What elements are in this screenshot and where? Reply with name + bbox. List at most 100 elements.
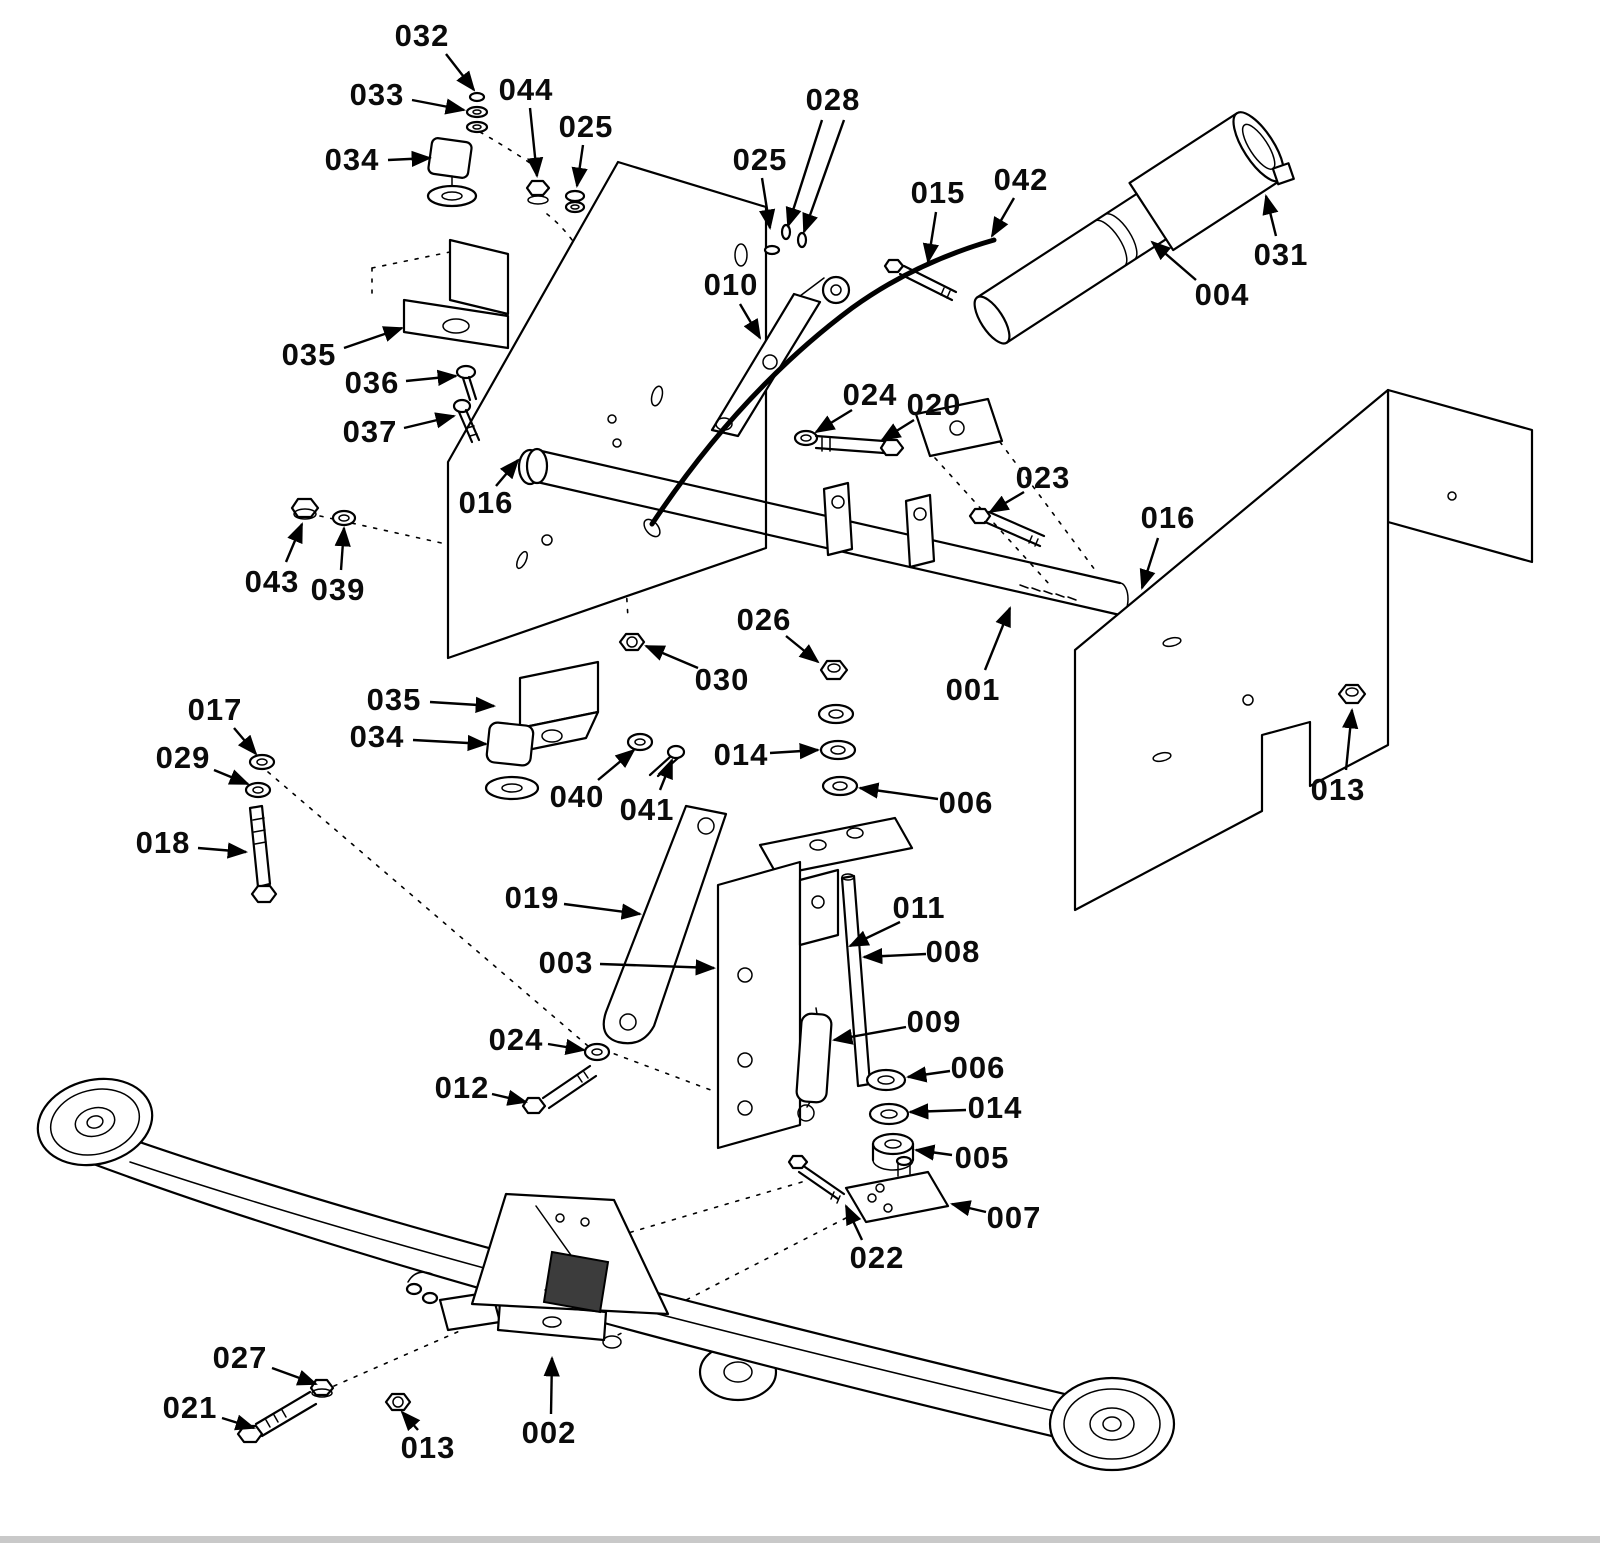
callout-arrow-016 — [1139, 537, 1160, 590]
nut-044 — [525, 179, 551, 205]
bolt-012-washer-024 — [521, 1042, 611, 1115]
bolt-023 — [968, 507, 1046, 548]
callout-arrow-015 — [922, 211, 939, 265]
washer-039 — [331, 509, 357, 527]
plate-007 — [844, 1155, 950, 1224]
nut-013-right-panel — [1337, 683, 1367, 705]
callout-arrow-034 — [387, 150, 433, 168]
callout-arrow-021 — [221, 1414, 256, 1431]
nut-030 — [618, 632, 646, 652]
callout-arrow-040 — [597, 748, 636, 781]
callout-arrow-007 — [950, 1200, 987, 1217]
callout-arrow-006 — [857, 782, 939, 801]
callout-arrow-002 — [543, 1355, 560, 1415]
left-roller — [36, 1077, 154, 1167]
callout-arrow-025 — [759, 177, 776, 231]
callout-arrow-031 — [1262, 194, 1279, 237]
rod-008-011 — [840, 873, 872, 1088]
washer-040-screw-041 — [626, 732, 686, 778]
callout-arrow-028 — [785, 119, 824, 228]
nut-043 — [290, 497, 320, 519]
washer-029 — [244, 781, 272, 799]
caster-bracket-003 — [716, 816, 914, 1150]
callout-arrow-018 — [197, 842, 249, 859]
callout-arrow-026 — [785, 635, 820, 664]
washer-040 — [626, 732, 654, 752]
screw-041-head — [666, 744, 686, 760]
washer-014-upper — [819, 739, 857, 761]
callout-arrow-003 — [599, 959, 717, 976]
callout-arrow-033 — [411, 98, 467, 115]
callout-arrow-013 — [1342, 707, 1359, 771]
washer-024-lower — [583, 1042, 611, 1062]
right-roller — [1048, 1376, 1176, 1472]
deck-bracket-002 — [470, 1192, 670, 1316]
callout-arrow-042 — [990, 197, 1016, 238]
callout-arrow-024 — [814, 408, 853, 434]
bolt-018-head — [250, 884, 278, 904]
washer-024-upper — [793, 429, 819, 447]
spring-009 — [795, 1007, 833, 1122]
roller-tube-004 — [973, 111, 1295, 345]
callout-arrow-022 — [844, 1204, 864, 1241]
spacer-006-upper — [821, 775, 859, 797]
callout-arrow-014 — [769, 743, 821, 760]
latch-handle-010 — [710, 275, 851, 438]
cable-042 — [643, 237, 997, 538]
callout-arrow-041 — [657, 758, 674, 791]
callout-arrow-032 — [445, 53, 476, 92]
spacer-006-lower — [865, 1068, 907, 1092]
washer-014-lower — [868, 1102, 910, 1126]
callout-arrow-027 — [271, 1366, 318, 1386]
screw-037 — [452, 398, 481, 444]
washer-033 — [465, 105, 489, 119]
bolt-021-head — [236, 1424, 264, 1444]
callout-arrow-028 — [802, 119, 846, 234]
callout-arrow-001 — [983, 606, 1012, 671]
bolt-018-shaft — [248, 804, 272, 889]
callout-arrow-023 — [988, 490, 1025, 514]
callout-arrow-035 — [343, 326, 404, 350]
callout-arrow-010 — [738, 303, 762, 340]
washers-025-upper — [564, 189, 586, 214]
washer-032 — [468, 91, 486, 103]
callout-arrow-011 — [848, 920, 901, 948]
callout-arrow-019 — [563, 902, 643, 920]
left-mount-panel — [446, 160, 768, 660]
callout-arrow-014 — [907, 1103, 967, 1120]
callout-arrow-008 — [861, 947, 927, 965]
bolt-020-block — [793, 397, 1004, 458]
anchor-block — [914, 397, 1004, 458]
callout-arrow-013 — [400, 1410, 421, 1432]
bumper-034-lower — [484, 721, 540, 801]
nut-026 — [819, 659, 849, 681]
callout-arrow-029 — [213, 768, 250, 786]
callout-arrow-016 — [495, 458, 520, 487]
callout-arrow-025 — [571, 144, 588, 189]
arm-019 — [602, 804, 728, 1045]
callout-arrow-036 — [405, 369, 459, 386]
callout-arrow-030 — [644, 644, 699, 670]
callout-arrow-005 — [913, 1144, 953, 1161]
scan-artifact-line — [0, 1536, 1600, 1543]
hardware-top-left — [426, 91, 586, 214]
washer-017 — [248, 753, 276, 771]
callout-arrows-layer — [197, 53, 1359, 1432]
bolt-022 — [787, 1154, 846, 1204]
right-mount-panel-016 — [1019, 388, 1534, 912]
pins-028-washers-025 — [763, 223, 808, 256]
nut-013-lower — [384, 1392, 412, 1412]
bolt-018-washers — [244, 753, 278, 904]
callout-arrow-039 — [334, 525, 351, 571]
callout-arrow-006 — [905, 1066, 951, 1083]
callout-arrow-012 — [491, 1089, 528, 1106]
bracket-035-upper — [402, 238, 510, 350]
cross-tube-001 — [525, 447, 1129, 617]
callout-arrow-004 — [1150, 240, 1197, 281]
bumper-034-upper — [426, 137, 478, 208]
hardware-bottom-left — [236, 1378, 412, 1444]
callout-arrow-043 — [284, 522, 304, 563]
screw-036 — [455, 364, 478, 402]
